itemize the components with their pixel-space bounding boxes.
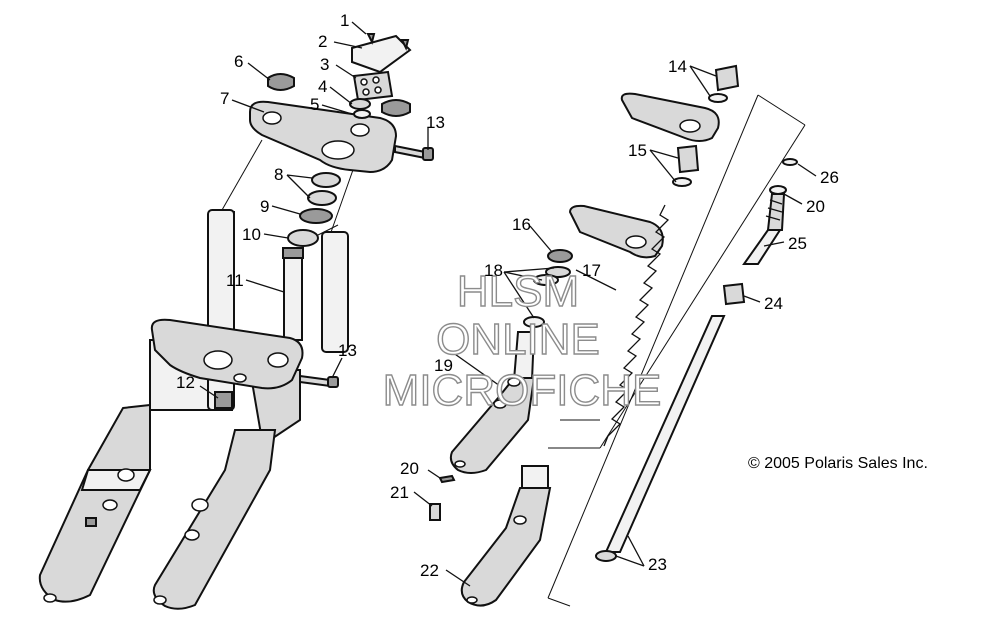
callout-16: 16 bbox=[512, 215, 531, 234]
ring-15 bbox=[672, 177, 692, 187]
spring-17 bbox=[603, 204, 670, 447]
circlip-26 bbox=[782, 158, 798, 166]
washer-18b bbox=[533, 274, 559, 286]
callout-12: 12 bbox=[176, 373, 195, 392]
callout-7: 7 bbox=[220, 89, 229, 108]
callout-17: 17 bbox=[582, 261, 601, 280]
right-fork-internals bbox=[429, 64, 806, 607]
callout-13-upper: 13 bbox=[426, 113, 445, 132]
callout-5: 5 bbox=[310, 95, 319, 114]
rebound-rod-25 bbox=[742, 185, 787, 265]
lower-clamp-right bbox=[568, 204, 664, 259]
callout-9: 9 bbox=[260, 197, 269, 216]
washer-16 bbox=[547, 249, 573, 263]
callout-labels: 1 2 3 4 5 6 7 8 9 10 11 12 13 13 14 15 1… bbox=[176, 11, 839, 580]
callout-1: 1 bbox=[340, 11, 349, 30]
callout-6: 6 bbox=[234, 52, 243, 71]
screw-1a bbox=[366, 33, 376, 45]
callout-4: 4 bbox=[318, 77, 327, 96]
washer-20-lower bbox=[438, 474, 456, 484]
ring-14 bbox=[708, 93, 728, 103]
callout-20-lower: 20 bbox=[400, 459, 419, 478]
pinch-bolt-upper bbox=[394, 144, 434, 161]
switch-block bbox=[352, 70, 394, 102]
bushing-15 bbox=[676, 144, 700, 174]
ignition-plate bbox=[351, 34, 412, 74]
watermark: HLSM ONLINE MICROFICHE bbox=[382, 266, 662, 415]
bearing-8a bbox=[311, 172, 341, 188]
fork-cap-right bbox=[381, 99, 411, 117]
bearing-8b bbox=[307, 190, 337, 206]
screw-1b bbox=[400, 39, 410, 51]
copyright-notice: © 2005 Polaris Sales Inc. bbox=[748, 455, 928, 472]
watermark-line-1: HLSM bbox=[457, 267, 579, 316]
upper-clamp-right bbox=[620, 92, 720, 142]
fork-cap-left bbox=[267, 73, 295, 91]
bearing-9 bbox=[299, 208, 333, 224]
washer-5 bbox=[353, 109, 371, 119]
callout-3: 3 bbox=[320, 55, 329, 74]
callout-19: 19 bbox=[434, 356, 453, 375]
callout-23: 23 bbox=[648, 555, 667, 574]
washer-4 bbox=[349, 98, 371, 110]
steering-stem bbox=[282, 247, 304, 341]
callout-8: 8 bbox=[274, 165, 283, 184]
right-fork-leg bbox=[152, 231, 349, 610]
lower-triple-clamp bbox=[150, 318, 304, 409]
callout-14: 14 bbox=[668, 57, 687, 76]
fork-slider-22 bbox=[460, 465, 552, 607]
callout-25: 25 bbox=[788, 234, 807, 253]
callout-2: 2 bbox=[318, 32, 327, 51]
callout-22: 22 bbox=[420, 561, 439, 580]
callout-26: 26 bbox=[820, 168, 839, 187]
watermark-line-3: MICROFICHE bbox=[383, 366, 662, 415]
fork-tube-23 bbox=[595, 315, 726, 562]
callout-18: 18 bbox=[484, 261, 503, 280]
callout-10: 10 bbox=[242, 225, 261, 244]
callout-20-upper: 20 bbox=[806, 197, 825, 216]
watermark-line-2: ONLINE bbox=[436, 315, 600, 364]
callout-24: 24 bbox=[764, 294, 783, 313]
washer-18a bbox=[545, 266, 571, 278]
callout-13-lower: 13 bbox=[338, 341, 357, 360]
bearing-10 bbox=[287, 229, 319, 247]
bushing-24 bbox=[722, 282, 746, 306]
callout-15: 15 bbox=[628, 141, 647, 160]
bushing-14 bbox=[714, 64, 740, 92]
damper-rod-19 bbox=[449, 331, 536, 474]
callout-11: 11 bbox=[226, 271, 244, 290]
upper-clamp-right-hole bbox=[679, 119, 701, 133]
upper-triple-clamp bbox=[249, 100, 398, 174]
bolt-21 bbox=[429, 503, 441, 521]
leader-lines bbox=[199, 21, 817, 587]
lower-clamp-right-hole bbox=[625, 235, 647, 249]
left-fork-assembly bbox=[38, 33, 434, 610]
callout-21: 21 bbox=[390, 483, 409, 502]
